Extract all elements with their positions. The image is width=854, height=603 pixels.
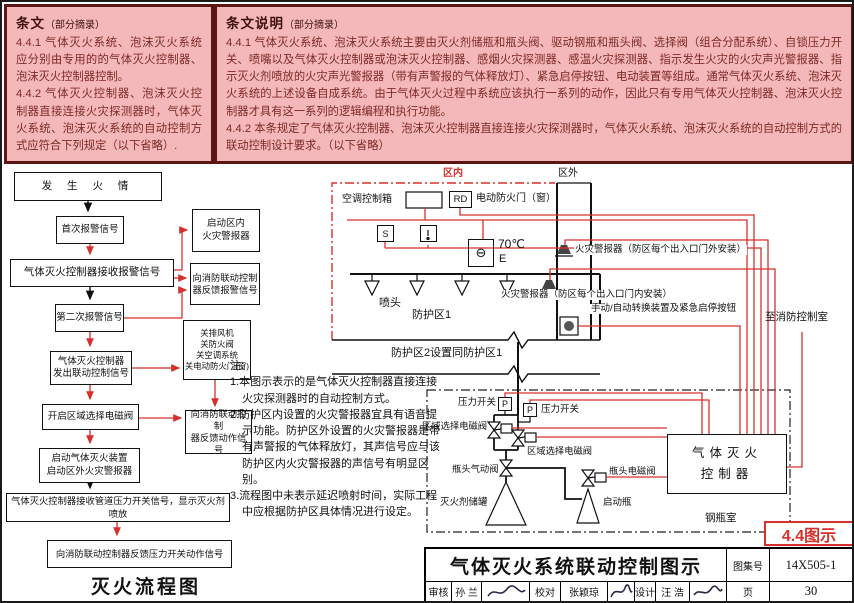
review-label: 审核 (426, 582, 451, 601)
signal-lines (347, 208, 803, 478)
flow-box-linkage-signal: 气体灭火控制器 发出联动控制信号 (50, 351, 132, 385)
note-item: 1.本图示表示的是气体灭火控制器直接连接火灾探测器时的自动控制方式。 (230, 376, 438, 405)
flow-box-feedback-alarm: 向消防联动控制 器反馈报警信号 (190, 263, 260, 305)
atlas-no: 14X505-1 (770, 549, 852, 581)
agent-tank-icon (485, 480, 527, 526)
zone2-note-label: 防护区2设置同防护区1 (390, 347, 504, 360)
agent-tank-label: 灭火剂储罐 (440, 497, 488, 508)
flow-box-fire-occurs: 发 生 火 情 (14, 172, 162, 201)
alarm-inside-label: 火灾警报器（防区每个出入口门内安装） (500, 289, 674, 301)
drawing-title: 气体灭火系统联动控制图示 (426, 549, 726, 581)
explanation-panel: 条文说明（部分摘录） 4.4.1 气体灭火系统、泡沫灭火系统主要由灭火剂储瓶和瓶… (214, 4, 852, 164)
alarm-bell-icon (555, 245, 573, 257)
flow-box-second-alarm: 第二次报警信号 (55, 304, 124, 332)
ac-control-box-label: 空调控制箱 (342, 194, 392, 205)
flow-box-first-alarm: 首次报警信号 (56, 216, 124, 244)
temp-rating-label: 70℃ (498, 237, 525, 251)
flow-box-zone-alarm: 启动区内 火灾警报器 (192, 209, 260, 252)
notes-heading: 注: (230, 360, 245, 372)
alarm-outside-label: 火灾警报器（防区每个出入口门外安装） (574, 244, 748, 256)
design-label: 设计 (635, 582, 655, 601)
signature-scribble (482, 582, 529, 601)
nozzles-label: 喷头 (379, 297, 401, 309)
flowchart-arrows (83, 201, 219, 537)
bottle-pneumatic-valve-icon (498, 459, 514, 477)
zone-select-valve-left-label: 区域选择电磁阀 (422, 421, 488, 431)
article-panel: 条文（部分摘录） 4.4.1 气体灭火系统、泡沫灭火系统应分别由专用的的气体灭火… (4, 4, 214, 164)
smoke-detector-icon: S (377, 225, 394, 242)
article-paragraph: 4.4.1 气体灭火系统、泡沫灭火系统应分别由专用的的气体灭火控制器、泡沫灭火控… (16, 37, 202, 84)
temp-class-label: E (499, 253, 507, 265)
pressure-switch-right-label: 压力开关 (541, 404, 580, 415)
rolling-door-icon: RD (449, 191, 472, 208)
start-bottle-label: 启动瓶 (603, 497, 632, 508)
article-panel-title: 条文（部分摘录） (16, 16, 105, 31)
title-block: 气体灭火系统联动控制图示 图集号 14X505-1 审核 孙 兰 校对 张颖琼 … (424, 547, 852, 601)
note-item: 3.流程图中未表示延迟喷射时间，实际工程中应根据防护区具体情况进行设定。 (230, 490, 438, 519)
page-label: 页 (727, 582, 769, 601)
temp-element-icon: ⊖ (468, 239, 494, 267)
article-paragraph: 4.4.2 气体灭火控制器、泡沫灭火控制器直接连接火灾探测器时，气体灭火系统、泡… (16, 88, 202, 152)
signature-scribble (608, 582, 634, 601)
flowchart-title: 灭火流程图 (78, 572, 214, 601)
notes-block: 注: 1.本图示表示的是气体灭火控制器直接连接火灾探测器时的自动控制方式。 2.… (230, 358, 442, 521)
pressure-switch-icon: P (498, 397, 512, 411)
bottle-solenoid-valve-icon (580, 469, 607, 487)
zone-inside-label: 区内 (443, 168, 463, 179)
gas-extinguishing-controller-box: 气体灭火 控制器 (667, 434, 787, 494)
flow-box-close-equipment: 关排风机 关防火阀 关空调系统 关电动防火门(窗) (183, 320, 251, 380)
zone-outside-label: 区外 (558, 168, 578, 179)
designer-name: 汪 浩 (656, 582, 689, 601)
page-number: 30 (770, 582, 852, 601)
flow-box-open-zone-valve: 开启区域选择电磁阀 (42, 404, 139, 430)
explanation-panel-title: 条文说明（部分摘录） (226, 16, 344, 31)
flow-box-start-extinguishing: 启动气体灭火装置 启动区外火灾警报器 (39, 448, 140, 483)
to-fire-control-room-label: 至消防控制室 (765, 311, 828, 323)
flow-box-pressure-switch-signal: 气体灭火控制器接收管道压力开关信号，显示灭火剂喷放 (6, 493, 230, 522)
reviewer-name: 孙 兰 (452, 582, 481, 601)
signature-scribble (690, 582, 726, 601)
flow-box-feedback-action: 向消防联动控制 器反馈动作信号 (185, 409, 252, 455)
proofreader-name: 张颖琼 (561, 582, 607, 601)
fire-door-label: 电动防火门（窗） (476, 193, 556, 204)
proof-label: 校对 (530, 582, 560, 601)
figure-tag: 4.4图示 (764, 521, 852, 546)
atlas-no-label: 图集号 (727, 549, 769, 581)
zone-select-valve-right-label: 区域选择电磁阀 (526, 446, 594, 457)
flow-box-controller-receives-alarm: 气体灭火控制器接收报警信号 (10, 259, 174, 287)
manual-auto-switch-icon (559, 316, 579, 336)
zone-select-valve-icon (510, 429, 537, 447)
zone-select-valve-icon (486, 421, 513, 439)
bottle-solenoid-valve-label: 瓶头电磁阀 (608, 466, 657, 477)
heat-detector-icon (420, 225, 437, 242)
explanation-paragraph: 4.4.1 气体灭火系统、泡沫灭火系统主要由灭火剂储瓶和瓶头阀、驱动钢瓶和瓶头阀… (226, 37, 842, 118)
pressure-switch-icon: P (523, 403, 537, 417)
flow-box-feedback-pressure: 向消防联动控制器反馈压力开关动作信号 (47, 540, 232, 568)
bottle-room-label: 钢瓶室 (704, 512, 738, 525)
pressure-switch-left-label: 压力开关 (458, 397, 497, 408)
start-bottle-icon (576, 487, 600, 524)
manual-switch-label: 手动/自动转换装置及紧急启停按钮 (590, 303, 738, 315)
note-item: 2.防护区内设置的火灾警报器宜具有语音提示功能。防护区外设置的火灾警报器是带有声… (230, 408, 440, 486)
explanation-paragraph: 4.4.2 本条规定了气体灭火控制器、泡沫灭火控制器直接连接火灾探测器时，气体灭… (226, 122, 842, 152)
bottle-pneumatic-valve-label: 瓶头气动阀 (452, 464, 499, 474)
zone1-label: 防护区1 (412, 309, 452, 321)
